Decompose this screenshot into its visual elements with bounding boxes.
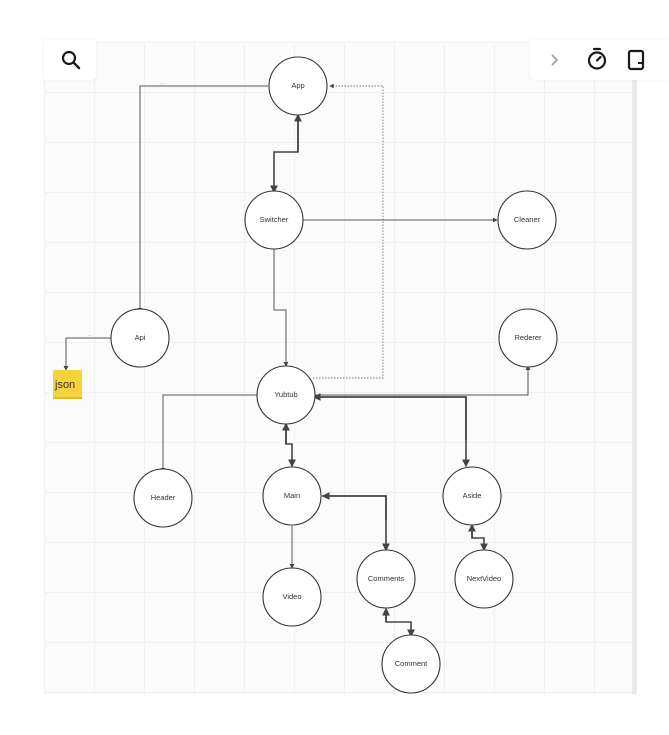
node-api[interactable]: Api	[110, 308, 170, 368]
node-cleaner[interactable]: Cleaner	[497, 190, 557, 250]
node-label-main: Main	[284, 491, 300, 500]
edge-aside-yubtub	[312, 393, 467, 440]
node-yubtub[interactable]: Yubtub	[256, 365, 316, 425]
node-label-header: Header	[151, 493, 176, 502]
edge-yubtub-main	[285, 423, 296, 468]
node-app[interactable]: App	[268, 56, 328, 116]
sticky-note-label: json	[54, 379, 75, 391]
node-label-video: Video	[282, 592, 301, 601]
node-label-comment: Comment	[395, 659, 428, 668]
edge-main-comments	[322, 495, 390, 552]
edge-aside-nextvideo	[471, 524, 488, 552]
node-rederer[interactable]: Rederer	[498, 308, 558, 368]
edge-app-api	[137, 85, 268, 313]
node-video[interactable]: Video	[262, 567, 322, 627]
node-nextvideo[interactable]: NextVideo	[454, 549, 514, 609]
edge-switcher-yubtub	[273, 248, 289, 367]
edge-yubtub-aside	[313, 396, 470, 468]
node-label-nextvideo: NextVideo	[467, 574, 501, 583]
edge-api-json	[63, 337, 112, 371]
node-label-api: Api	[135, 333, 146, 342]
view-toolbar	[530, 40, 669, 80]
edge-comments-comment	[385, 608, 415, 638]
node-switcher[interactable]: Switcher	[244, 190, 304, 250]
node-label-switcher: Switcher	[260, 215, 289, 224]
node-label-comments: Comments	[368, 574, 405, 583]
sticky-note-json[interactable]: json	[53, 370, 82, 399]
node-label-cleaner: Cleaner	[514, 215, 541, 224]
node-label-yubtub: Yubtub	[274, 390, 297, 399]
stopwatch-icon[interactable]	[586, 47, 608, 71]
scrollbar-track[interactable]	[632, 42, 637, 694]
edge-yubtub-rederer	[313, 365, 531, 396]
edge-yubtub-header	[160, 394, 258, 473]
edge-app-switcher	[270, 114, 299, 194]
edge-label-app-api: ~~~	[160, 81, 166, 85]
edge-yubtub-app	[313, 83, 384, 379]
node-main[interactable]: Main	[262, 466, 322, 526]
node-header[interactable]: Header	[133, 468, 193, 528]
node-aside[interactable]: Aside	[442, 466, 502, 526]
node-label-app: App	[291, 81, 304, 90]
node-label-aside: Aside	[463, 491, 482, 500]
search-icon[interactable]	[60, 49, 82, 71]
node-label-rederer: Rederer	[514, 333, 542, 342]
search-toolbar	[44, 40, 96, 80]
frame-icon[interactable]	[626, 49, 646, 71]
canvas-board[interactable]	[44, 42, 634, 694]
node-comment[interactable]: Comment	[381, 634, 441, 694]
chevron-right-icon[interactable]	[549, 53, 559, 67]
edge-comments-main	[321, 492, 387, 520]
edge-label-api-json: ~~	[88, 333, 92, 337]
node-comments[interactable]: Comments	[356, 549, 416, 609]
